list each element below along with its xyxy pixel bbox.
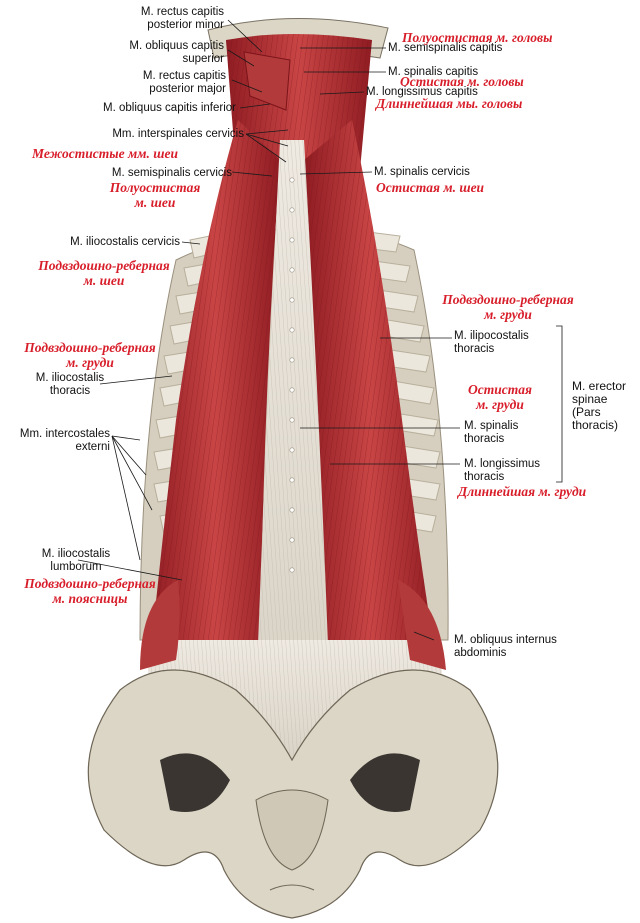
ru-label-mezhostistye-shei: Межостистые мм. шеи [32,146,178,161]
ru-label-dlinneyshaya-golovy: Длиннейшая мы. головы [376,96,523,111]
ru-label-ostistaya-golovy: Остистая м. головы [400,74,524,89]
ru-label-polyostistaya-golovy: Полуостистая м. головы [402,30,553,45]
label-iliocostalis-cervicis: M. iliocostalis cervicis [70,236,180,248]
ru-label-dlinneyshaya-grudi: Длиннейшая м. груди [458,484,587,499]
label-semispinalis-cervicis: M. semispinalis cervicis [111,167,232,179]
obliquus-internus-left [140,580,180,670]
label-spinalis-capitis: M. spinalis capitis [388,66,479,78]
label-longissimus-capitis: M. longissimus capitis [366,86,478,98]
suboccipital-muscles [243,51,291,111]
leader-lines [77,19,563,641]
label-spinalis-cervicis: M. spinalis cervicis [374,166,470,178]
ru-label-ostistaya-shei: Остистая м. шеи [376,180,485,195]
label-obliquus-capitis-inferior: M. obliquus capitis inferior [103,102,236,114]
spinous-processes [289,177,295,573]
label-semispinalis-capitis: M. semispinalis capitis [388,42,503,54]
obliquus-internus-right [398,580,446,670]
label-interspinales-cervicis: Mm. interspinales cervicis [112,128,244,140]
